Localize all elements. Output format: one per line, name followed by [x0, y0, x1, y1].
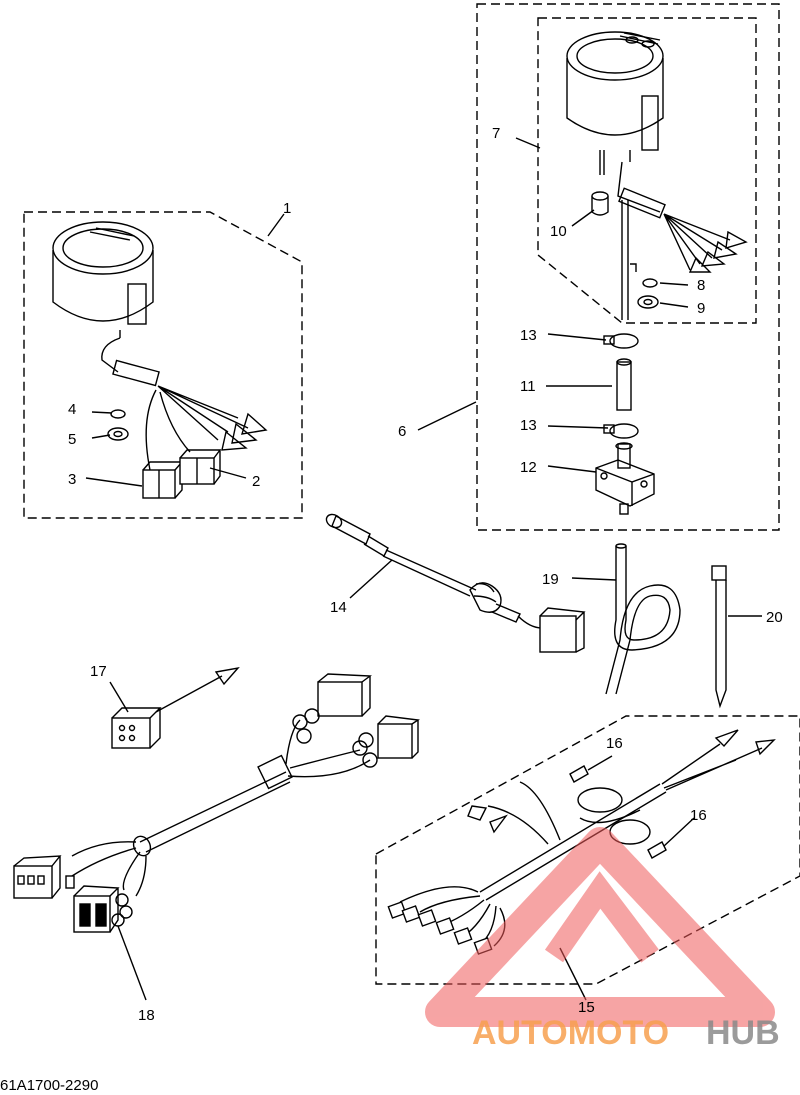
part-16-terminal-upper	[569, 765, 589, 783]
part-10-grommet	[591, 191, 609, 216]
part-12-sender	[595, 442, 655, 515]
part-17-connector	[111, 707, 162, 749]
part-19-hose	[605, 543, 681, 695]
part-20-cable-tie	[711, 565, 727, 709]
callout-13-lower: 13	[520, 417, 537, 434]
part-3-connector	[142, 461, 184, 499]
part-2-connector	[179, 449, 222, 485]
callout-4: 4	[68, 401, 76, 418]
callout-5: 5	[68, 431, 76, 448]
watermark-text: AUTOMOTO HUB	[472, 1014, 780, 1052]
meter-group-7-box	[537, 17, 757, 324]
callout-1: 1	[283, 200, 291, 217]
callout-6: 6	[398, 423, 406, 440]
watermark-part-1: AUTOMOTO	[472, 1014, 669, 1052]
callout-16-upper: 16	[606, 735, 623, 752]
leader-18	[117, 925, 147, 1001]
meter-1	[52, 221, 268, 471]
part-4-washer	[110, 409, 126, 419]
callout-3: 3	[68, 471, 76, 488]
callout-15: 15	[578, 999, 595, 1016]
watermark-part-2: HUB	[706, 1014, 780, 1052]
part-18-harness	[13, 673, 420, 933]
leaders-group-6	[417, 137, 689, 473]
watermark-logo	[425, 827, 775, 1027]
callout-8: 8	[697, 277, 705, 294]
callout-10: 10	[550, 223, 567, 240]
leader-19	[571, 577, 617, 581]
assembly-group-6-box	[476, 3, 780, 531]
callout-13-upper: 13	[520, 327, 537, 344]
leaders-group-1	[85, 213, 285, 487]
part-16-terminal-lower	[647, 841, 667, 859]
callout-19: 19	[542, 571, 559, 588]
callout-17: 17	[90, 663, 107, 680]
leader-17	[109, 681, 129, 713]
callout-labels: 1 2 3 4 5 6 7 8 9 10 11 12 13 13 14 15 1…	[68, 125, 783, 1024]
callout-14: 14	[330, 599, 347, 616]
leader-14	[349, 559, 393, 599]
part-17-pointer	[155, 666, 240, 713]
callout-11: 11	[520, 378, 536, 395]
part-11-tube	[616, 358, 632, 411]
part-9-nut	[637, 295, 659, 309]
part-14-cable	[325, 513, 586, 653]
part-8-washer	[642, 278, 658, 288]
part-5-nut	[107, 427, 129, 441]
harness-group-15-box	[375, 715, 800, 985]
callout-18: 18	[138, 1007, 155, 1024]
callout-16-lower: 16	[690, 807, 707, 824]
callout-2: 2	[252, 473, 260, 490]
callout-9: 9	[697, 300, 705, 317]
part-13-clamp-upper	[603, 333, 639, 349]
callout-7: 7	[492, 125, 500, 142]
callout-12: 12	[520, 459, 537, 476]
diagram-code: 61A1700-2290	[0, 1077, 99, 1094]
callout-20: 20	[766, 609, 783, 626]
meter-group-1-box	[23, 211, 303, 519]
part-13-clamp-lower	[603, 423, 639, 439]
meter-7	[566, 31, 748, 320]
